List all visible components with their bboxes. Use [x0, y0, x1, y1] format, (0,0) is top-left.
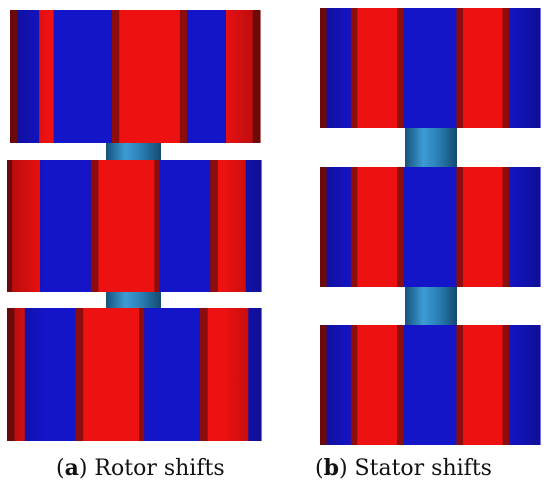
caption-b-letter: b	[323, 455, 339, 481]
caption-b-text: ) Stator shifts	[338, 456, 492, 481]
caption-a-text: ) Rotor shifts	[78, 456, 225, 481]
caption-b: (b) Stator shifts	[315, 455, 492, 481]
disc-shading	[320, 325, 540, 445]
shaft-a-lower	[106, 292, 161, 309]
disc-b-bottom	[320, 325, 541, 445]
disc-shading	[320, 8, 540, 128]
shaft-b-lower	[405, 287, 457, 325]
shaft-a-upper	[106, 143, 161, 163]
shaft-b-upper	[405, 128, 457, 168]
panel-b-stator-shifts	[320, 8, 541, 445]
disc-b-top	[320, 8, 541, 128]
panel-a-rotor-shifts	[7, 10, 262, 441]
disc-b-middle	[320, 167, 541, 287]
disc-shading	[320, 167, 540, 287]
disc-shading	[7, 160, 261, 292]
caption-a-letter: a	[64, 455, 79, 481]
disc-shading	[10, 10, 260, 143]
disc-a-bottom	[7, 308, 262, 441]
disc-shading	[7, 308, 261, 441]
caption-a: (a) Rotor shifts	[56, 455, 225, 481]
disc-a-top	[10, 10, 261, 143]
disc-a-middle	[7, 160, 262, 292]
